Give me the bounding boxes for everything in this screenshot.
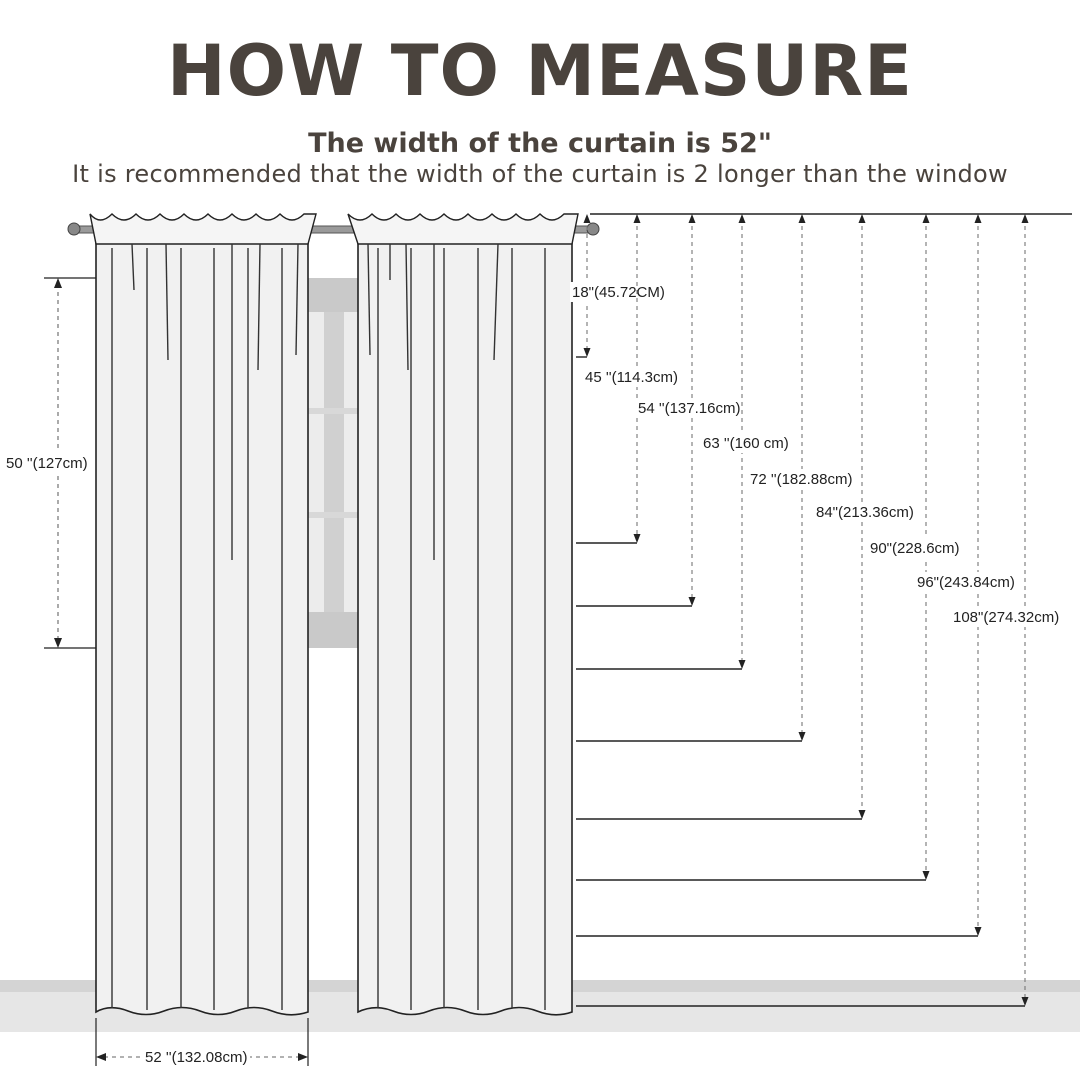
width-statement: The width of the curtain is 52" <box>308 128 772 159</box>
length-guide-63: 63 ''(160 cm) <box>576 214 814 670</box>
length-guide-96: 96"(243.84cm) <box>576 214 1028 937</box>
length-guide-108: 108"(274.32cm) <box>576 214 1072 1007</box>
height-label: 50 ''(127cm) <box>6 455 88 472</box>
length-label-45: 45 ''(114.3cm) <box>585 369 678 386</box>
recommendation-note: It is recommended that the width of the … <box>72 160 1008 188</box>
height-dimension <box>4 277 96 649</box>
page-title: HOW TO MEASURE <box>167 30 913 112</box>
right-curtain-panel <box>347 213 579 1016</box>
window <box>308 278 358 648</box>
length-guide-18: 18"(45.72CM) <box>570 214 675 358</box>
width-dimension <box>95 1018 309 1068</box>
length-label-108: 108"(274.32cm) <box>953 609 1059 626</box>
left-curtain-panel <box>89 213 317 1016</box>
width-label: 52 ''(132.08cm) <box>145 1049 247 1066</box>
length-guide-72: 72 ''(182.88cm) <box>576 214 877 742</box>
length-label-84: 84"(213.36cm) <box>816 504 914 521</box>
length-label-18: 18"(45.72CM) <box>572 284 665 301</box>
length-label-96: 96"(243.84cm) <box>917 574 1015 591</box>
length-label-63: 63 ''(160 cm) <box>703 435 789 452</box>
length-label-54: 54 ''(137.16cm) <box>638 400 740 417</box>
length-guides: 18"(45.72CM) 45 ''(114.3cm) 54 ''(137.16cm… <box>570 214 1072 1007</box>
length-guide-90: 90"(228.6cm) <box>576 214 973 881</box>
length-guide-84: 84"(213.36cm) <box>576 214 927 820</box>
length-label-72: 72 ''(182.88cm) <box>750 471 852 488</box>
length-guide-45: 45 ''(114.3cm) <box>576 214 704 544</box>
length-guide-54: 54 ''(137.16cm) <box>576 214 765 607</box>
length-label-90: 90"(228.6cm) <box>870 540 960 557</box>
